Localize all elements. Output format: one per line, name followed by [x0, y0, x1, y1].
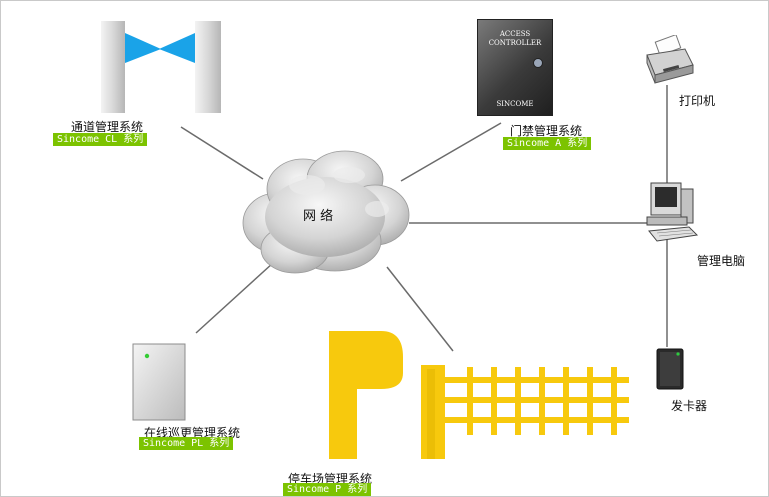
patrol-title: 在线巡更管理系统 — [144, 426, 241, 440]
access-controller-image: ACCESS CONTROLLER SINCOME — [477, 19, 553, 116]
computer-icon — [646, 182, 699, 242]
parking-series-tag: Sincome P 系列 — [283, 483, 372, 496]
card-title: 发卡器 — [671, 399, 708, 413]
turnstile-image — [101, 21, 221, 113]
card-reader-icon — [656, 348, 684, 390]
patrol-reader-icon — [132, 343, 186, 421]
printer-title: 打印机 — [679, 94, 716, 108]
access-line-1: ACCESS — [499, 30, 531, 38]
pc-title: 管理电脑 — [697, 254, 746, 268]
link-parking — [386, 266, 454, 352]
parking-title: 停车场管理系统 — [288, 472, 373, 486]
link-patrol — [195, 262, 274, 334]
network-label: 网 络 — [303, 209, 334, 224]
access-title: 门禁管理系统 — [510, 124, 583, 138]
link-access — [400, 122, 502, 182]
parking-barrier-image — [329, 331, 629, 459]
access-series-tag: Sincome A 系列 — [503, 137, 592, 150]
access-line-2: CONTROLLER — [488, 39, 542, 47]
link-channel — [180, 126, 264, 180]
network-cloud — [242, 150, 410, 274]
channel-series-tag: Sincome CL 系列 — [53, 133, 148, 146]
patrol-series-tag: Sincome PL 系列 — [139, 437, 234, 450]
access-line-3: SINCOME — [496, 100, 534, 108]
printer-icon — [646, 35, 694, 84]
channel-title: 通道管理系统 — [71, 120, 144, 134]
lock-icon — [533, 58, 543, 68]
